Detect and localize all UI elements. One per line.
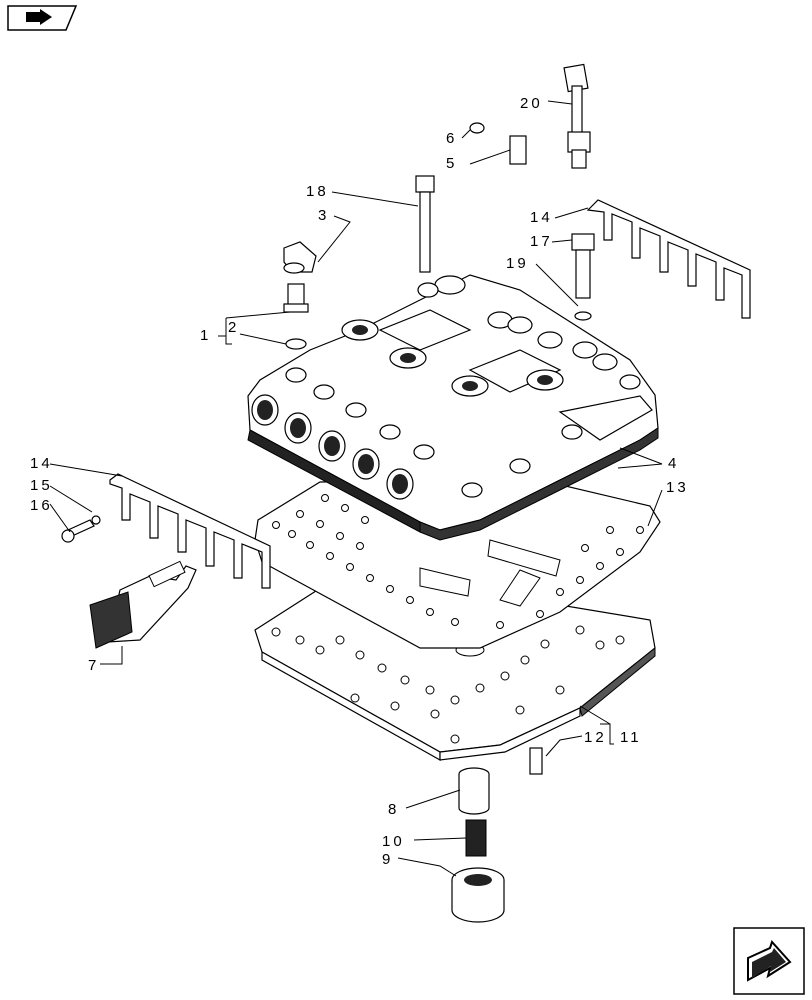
solenoid-valve [89, 560, 197, 649]
previous-page-arrow-icon [747, 940, 792, 982]
callout-12: 12 [584, 729, 607, 746]
callout-7: 7 [88, 657, 99, 674]
bolt-17 [571, 233, 595, 321]
pin-5 [509, 135, 527, 165]
pin-12 [529, 747, 543, 775]
harness-bracket-upper [586, 199, 751, 319]
plug-6 [469, 122, 485, 134]
callout-18: 18 [306, 183, 329, 200]
spring-10 [465, 819, 487, 857]
callout-14-lower: 14 [30, 455, 53, 472]
callout-14-upper: 14 [530, 209, 553, 226]
callout-5: 5 [446, 155, 457, 172]
callout-17: 17 [530, 233, 553, 250]
callout-19: 19 [506, 255, 529, 272]
callout-9: 9 [382, 851, 393, 868]
valve-body-bosses [285, 275, 641, 498]
callout-8: 8 [388, 801, 399, 818]
callout-10: 10 [382, 833, 405, 850]
back-button[interactable] [7, 5, 78, 31]
lower-plate [254, 581, 656, 762]
previous-page-button[interactable] [733, 927, 805, 995]
callout-3: 3 [318, 207, 329, 224]
back-arrow-icon [26, 9, 52, 25]
callout-16: 16 [30, 497, 53, 514]
harness-bracket-lower [109, 473, 271, 589]
callout-1: 1 [200, 327, 211, 344]
gasket-holes [272, 494, 644, 629]
callout-13: 13 [666, 479, 689, 496]
connector-cap [283, 241, 317, 274]
valve-body-ports [251, 394, 414, 500]
callout-15: 15 [30, 477, 53, 494]
leader-lines [49, 100, 663, 877]
callout-4: 4 [668, 455, 679, 472]
temperature-sensor [563, 63, 591, 169]
plug-9 [451, 867, 505, 923]
pressure-switch [283, 283, 309, 350]
callout-11: 11 [620, 729, 642, 746]
callout-2: 2 [228, 319, 239, 336]
bolt-18 [415, 175, 435, 273]
callout-6: 6 [446, 130, 457, 147]
piston-8 [458, 767, 490, 815]
bolt-16 [61, 515, 101, 543]
callout-20: 20 [520, 95, 543, 112]
